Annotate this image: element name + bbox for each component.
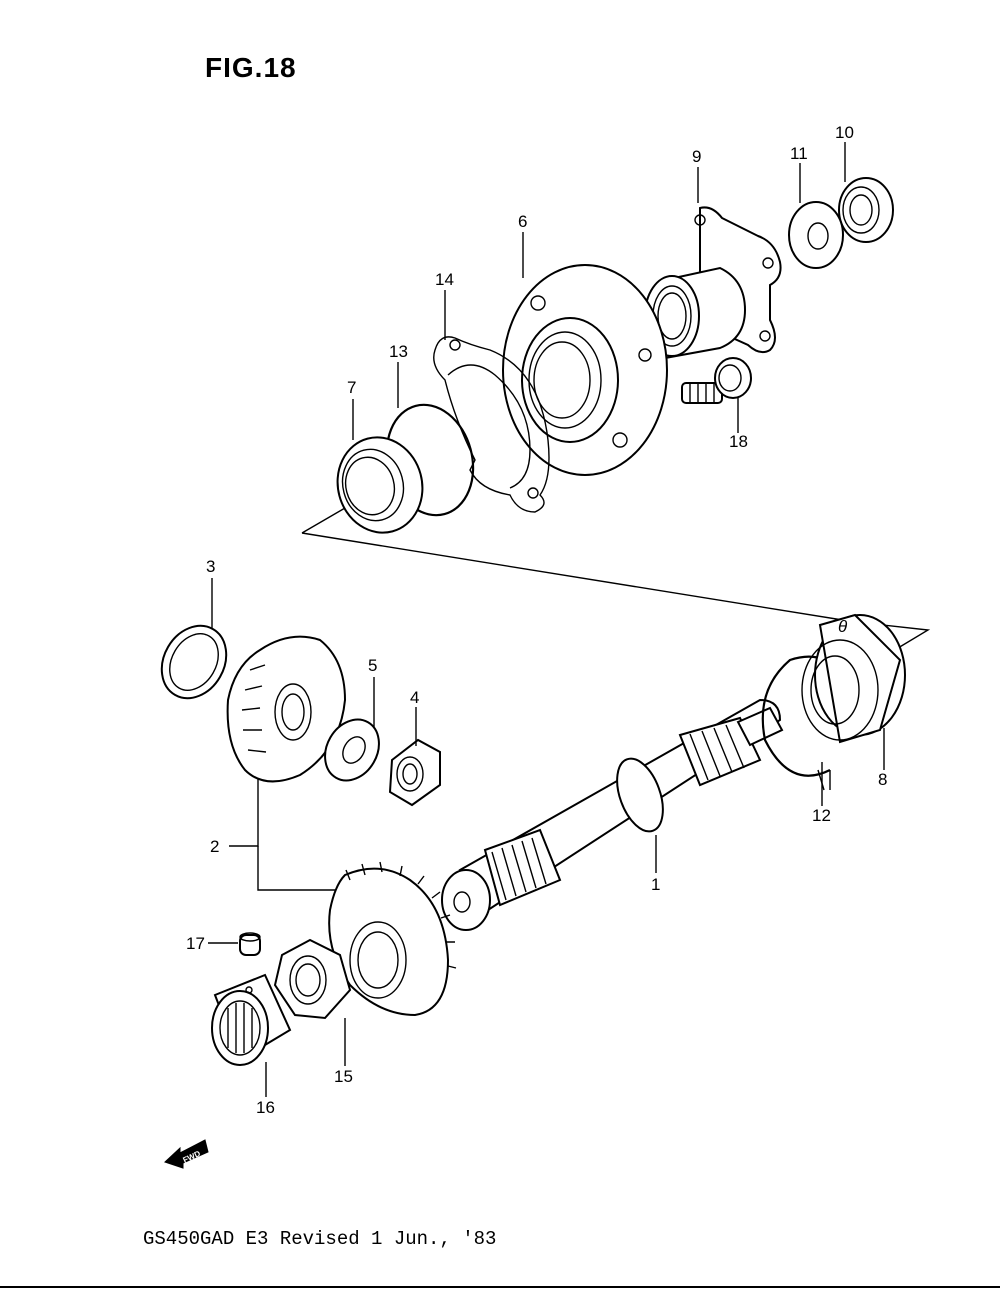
part-3-shim (160, 624, 228, 700)
part-4-nut (388, 738, 441, 807)
callout-10: 10 (835, 123, 854, 142)
part-17-dowel (239, 932, 261, 956)
revision-footer: GS450GAD E3 Revised 1 Jun., '83 (143, 1228, 497, 1250)
figure-title: FIG.18 (205, 52, 297, 83)
callout-17: 17 (186, 934, 205, 953)
callout-12: 12 (812, 806, 831, 825)
fwd-arrow-icon: FWD (164, 1139, 209, 1169)
part-7-seal (336, 436, 424, 534)
callout-7: 7 (347, 378, 356, 397)
callout-16: 16 (256, 1098, 275, 1117)
part-9-flange (644, 206, 782, 360)
part-16-needle-bearing (211, 973, 292, 1066)
part-5-washer (324, 718, 380, 782)
part-15-nut (273, 938, 352, 1020)
callout-11: 11 (790, 144, 808, 163)
callout-3: 3 (206, 557, 215, 576)
part-2-bevel-gear-lower (328, 861, 457, 1017)
callout-18: 18 (729, 432, 748, 451)
callout-2: 2 (210, 837, 219, 856)
part-14-gasket (433, 336, 550, 513)
callout-5: 5 (368, 656, 377, 675)
part-12-circlip (761, 655, 841, 791)
callout-13: 13 (389, 342, 408, 361)
callout-6: 6 (518, 212, 527, 231)
svg-text:θ: θ (838, 617, 848, 636)
callout-4: 4 (410, 688, 419, 707)
part-11-washer (788, 201, 844, 269)
assembly-outline (301, 507, 931, 649)
callout-15: 15 (334, 1067, 353, 1086)
part-18-bolt (681, 357, 752, 404)
part-1-shaft (441, 698, 784, 931)
callout-1: 1 (651, 875, 660, 894)
bottom-divider (0, 1286, 1000, 1288)
part-10-nut (838, 177, 894, 243)
part-6-housing (502, 264, 668, 476)
part-2-bevel-gear-upper (226, 635, 347, 783)
callout-14: 14 (435, 270, 454, 289)
part-8-bearing: θ (801, 613, 906, 744)
callout-numbers: 1 2 3 4 5 6 7 8 9 10 11 12 13 14 15 16 1… (186, 123, 887, 1117)
leader-lines (208, 142, 885, 1097)
callout-8: 8 (878, 770, 887, 789)
callout-9: 9 (692, 147, 701, 166)
